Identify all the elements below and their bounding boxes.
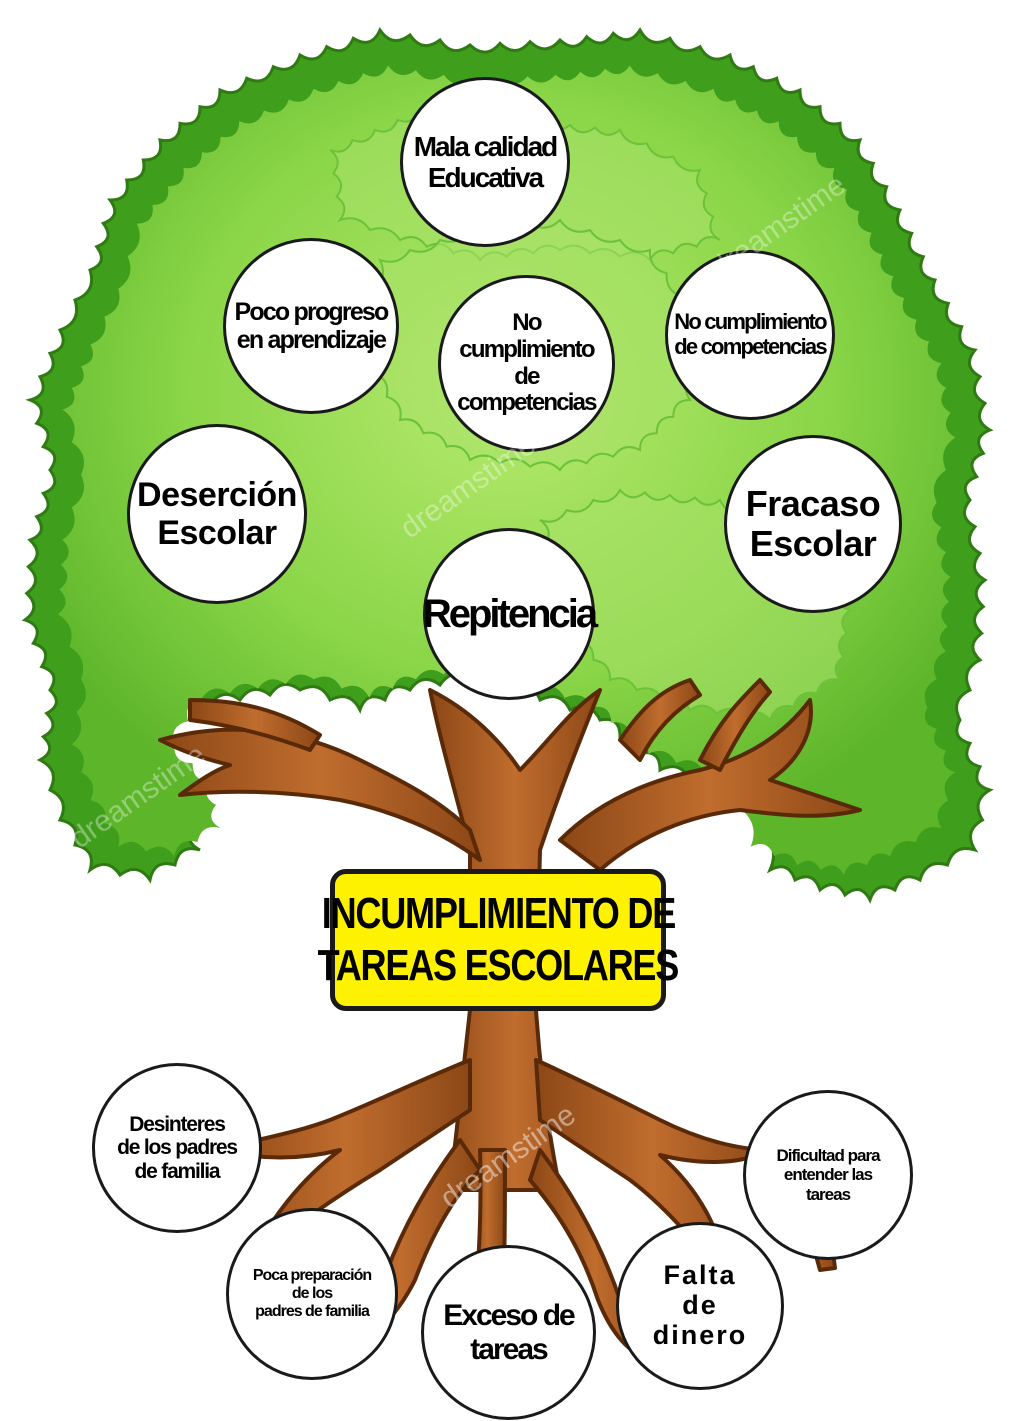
cause-text: Dificultad para entender las tareas	[776, 1146, 880, 1204]
cause-text: Exceso de tareas	[443, 1298, 575, 1366]
effect-bubble-desercion: Deserción Escolar	[127, 424, 307, 604]
effect-bubble-repitencia: Repitencia	[422, 528, 598, 700]
cause-text: Poca preparación de los padres de famili…	[252, 1267, 372, 1320]
effect-text: Mala calidad Educativa	[413, 130, 559, 193]
effect-text: Poco progreso en aprendizaje	[234, 298, 389, 354]
cause-text: Falta de dinero	[652, 1260, 748, 1350]
problem-title-line-1: INCUMPLIMIENTO DE	[321, 889, 675, 939]
cause-bubble-falta-dinero: Falta de dinero	[616, 1222, 784, 1390]
effect-bubble-poco-progreso: Poco progreso en aprendizaje	[223, 238, 399, 414]
problem-title-line-2: TAREAS ESCOLARES	[317, 941, 680, 990]
cause-bubble-dificultad: Dificultad para entender las tareas	[743, 1090, 913, 1260]
effect-text: No cumplimiento de competencias	[457, 308, 597, 417]
cause-bubble-poca-preparacion: Poca preparación de los padres de famili…	[226, 1208, 398, 1380]
cause-bubble-desinteres: Desinteres de los padres de familia	[92, 1063, 262, 1233]
effect-bubble-no-cumplimiento-center: No cumplimiento de competencias	[438, 275, 615, 452]
effect-text: Deserción Escolar	[137, 475, 297, 552]
effect-text: Fracaso Escolar	[745, 482, 881, 564]
effect-text: Repitencia	[422, 591, 598, 636]
effect-bubble-mala-calidad: Mala calidad Educativa	[400, 77, 570, 247]
central-problem-box: INCUMPLIMIENTO DE TAREAS ESCOLARES	[318, 869, 680, 1011]
cause-text: Desinteres de los padres de familia	[117, 1112, 238, 1183]
effect-bubble-fracaso: Fracaso Escolar	[724, 435, 902, 613]
effect-bubble-no-cumplimiento-right: No cumplimiento de competencias	[665, 250, 835, 420]
effect-text: No cumplimiento de competencias	[674, 309, 827, 359]
cause-bubble-exceso: Exceso de tareas	[421, 1245, 596, 1420]
